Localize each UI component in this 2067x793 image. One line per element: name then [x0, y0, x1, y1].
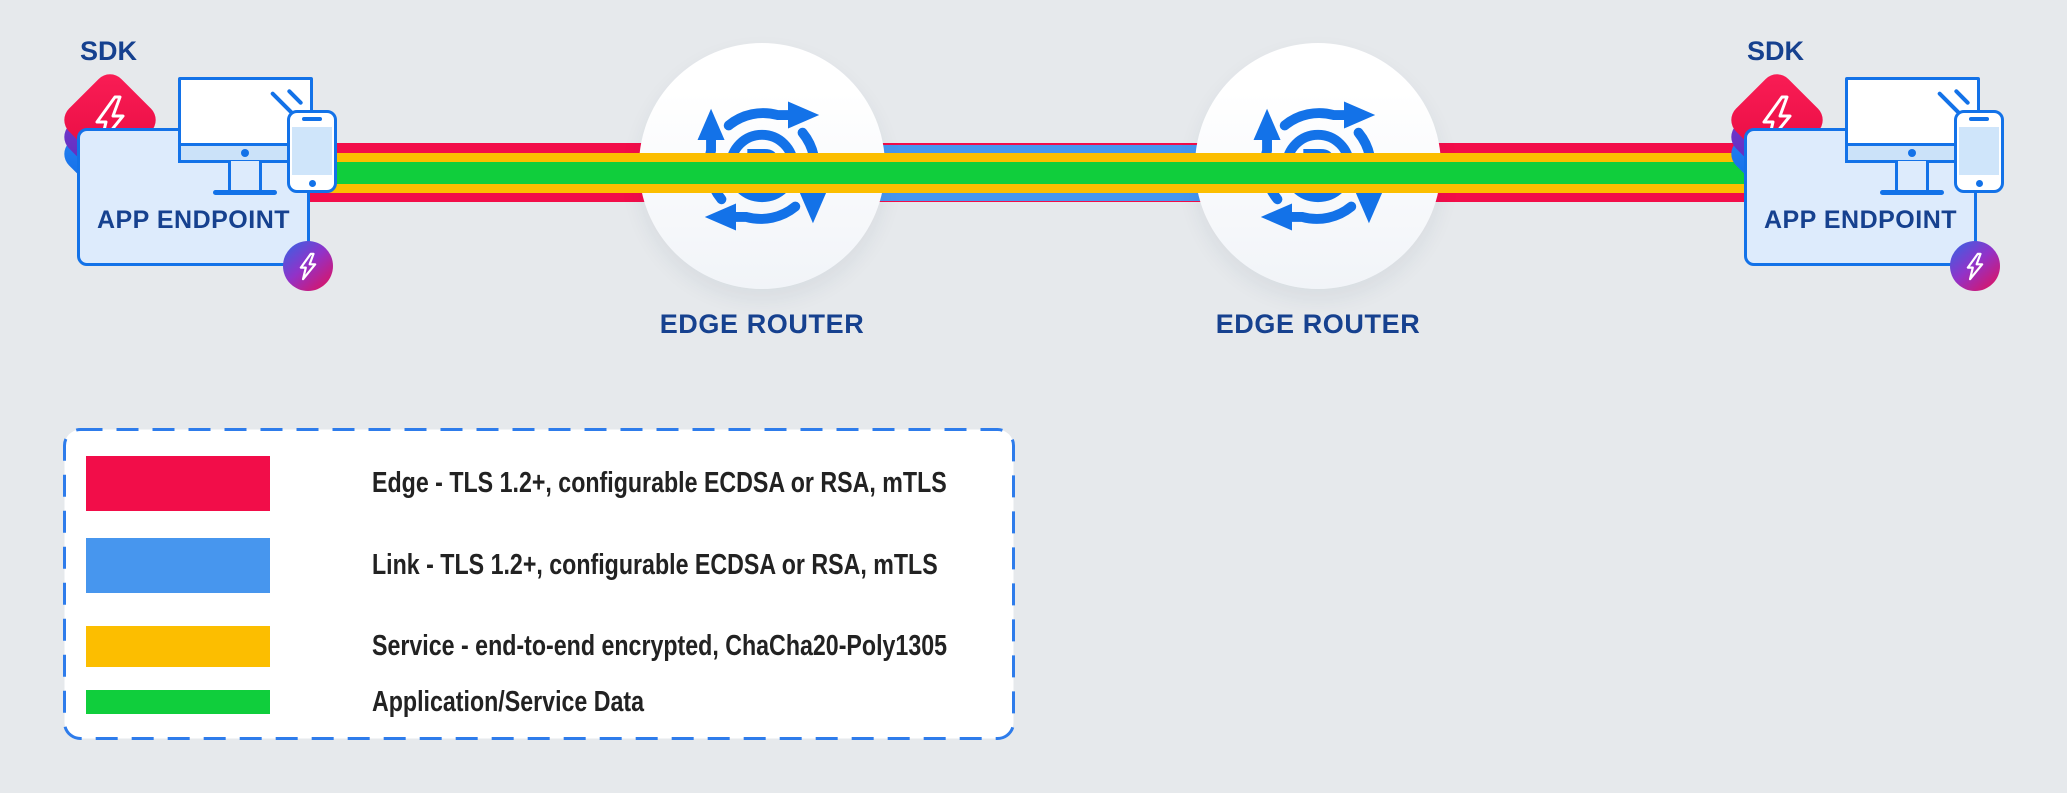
phone-screen — [292, 127, 332, 175]
edge-router-icon: R — [697, 101, 827, 231]
monitor-dot — [241, 149, 249, 157]
ziti-circle-icon — [1950, 241, 2000, 291]
ziti-bolt-icon — [1966, 252, 1984, 280]
legend-swatch-service — [86, 626, 270, 667]
edge-router-label: EDGE ROUTER — [1215, 309, 1421, 339]
legend-swatch-data — [86, 690, 270, 714]
ziti-circle-icon — [283, 241, 333, 291]
monitor-stand — [1895, 161, 1929, 191]
sdk-label: SDK — [1747, 36, 1805, 66]
legend-swatch-link — [86, 538, 270, 593]
phone-screen — [1959, 127, 1999, 175]
phone-icon — [287, 110, 337, 193]
app-endpoint-left: SDK APP ENDPOINT — [0, 0, 360, 300]
legend-swatch-edge — [86, 456, 270, 511]
ziti-bolt-icon — [299, 252, 317, 280]
legend-dashed-border — [63, 428, 1015, 740]
phone-icon — [1954, 110, 2004, 193]
legend-label-edge: Edge - TLS 1.2+, configurable ECDSA or R… — [372, 467, 947, 499]
legend-label-data: Application/Service Data — [372, 686, 645, 718]
sdk-label: SDK — [80, 36, 138, 66]
app-endpoint-label: APP ENDPOINT — [1763, 206, 1958, 234]
phone-speaker — [302, 117, 322, 121]
phone-home-dot — [308, 180, 316, 187]
legend-label-service: Service - end-to-end encrypted, ChaCha20… — [372, 630, 948, 662]
monitor-base — [213, 190, 277, 195]
edge-router-label: EDGE ROUTER — [659, 309, 865, 339]
monitor-dot — [1908, 149, 1916, 157]
data-band — [310, 161, 1748, 184]
legend-label-link: Link - TLS 1.2+, configurable ECDSA or R… — [372, 549, 938, 581]
legend-box: Edge - TLS 1.2+, configurable ECDSA or R… — [63, 428, 1015, 740]
monitor-base — [1880, 190, 1944, 195]
phone-home-dot — [1975, 180, 1983, 187]
app-endpoint-right: SDK APP ENDPOINT — [1667, 0, 2027, 300]
app-endpoint-label: APP ENDPOINT — [96, 206, 291, 234]
monitor-stand — [228, 161, 262, 191]
phone-speaker — [1969, 117, 1989, 121]
